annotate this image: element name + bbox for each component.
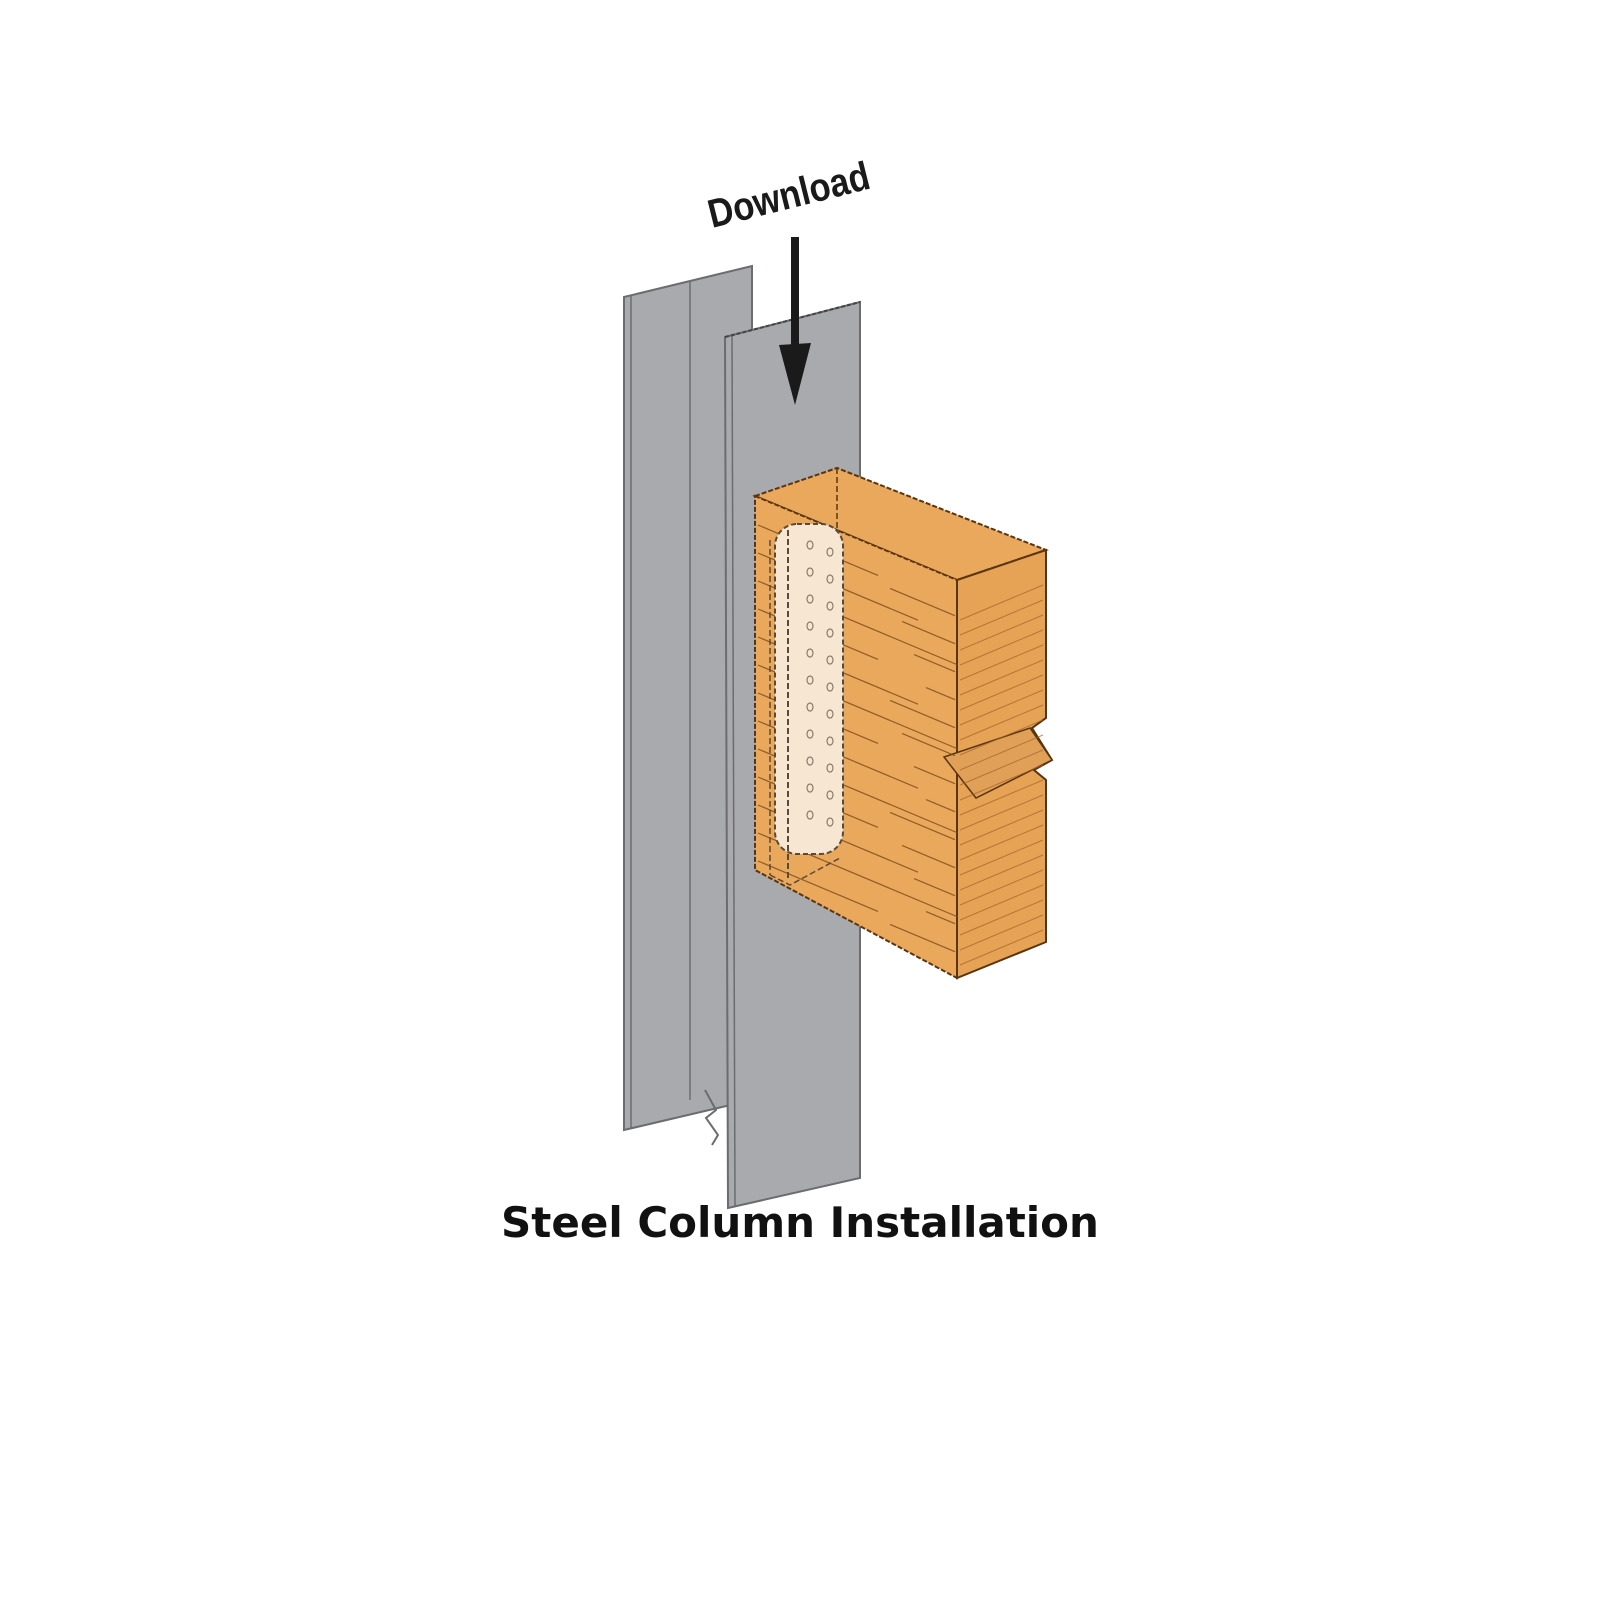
hanger-plate xyxy=(769,523,844,886)
arrow-label: Download xyxy=(704,154,875,237)
web-break xyxy=(704,1089,720,1146)
download-arrow-icon xyxy=(779,237,811,405)
diagram-caption: Steel Column Installation xyxy=(501,1198,1099,1247)
